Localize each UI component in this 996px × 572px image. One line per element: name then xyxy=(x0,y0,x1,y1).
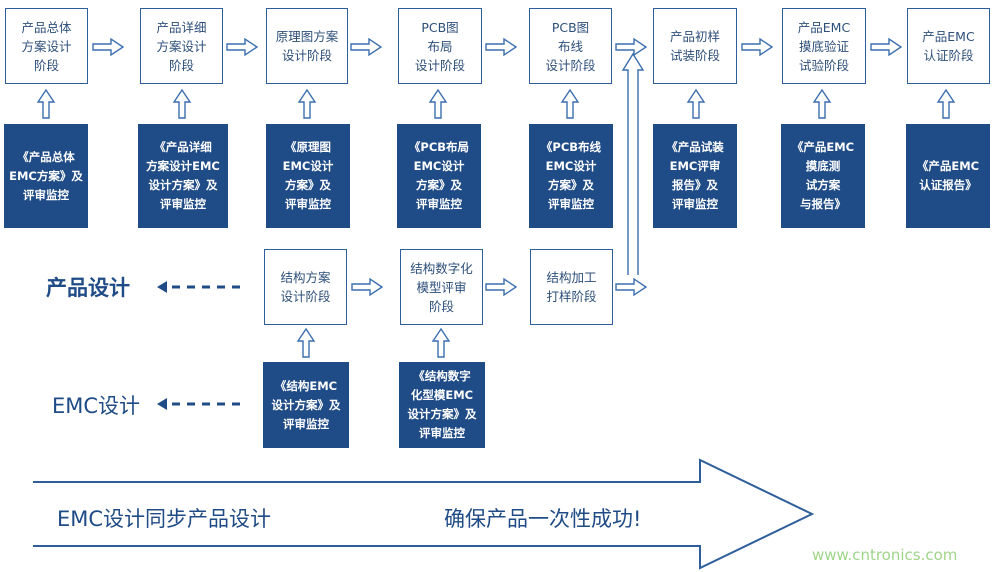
stage-pcb-layout: PCB图 布局 设计阶段 xyxy=(398,8,482,84)
stage-emc-certification: 产品EMC 认证阶段 xyxy=(907,8,990,84)
flow-arrow-4 xyxy=(485,38,517,56)
watermark: www.cntronics.com xyxy=(812,546,958,564)
up-arrow-2 xyxy=(173,89,191,119)
banner-arrow xyxy=(33,458,815,570)
merge-arrow xyxy=(621,52,645,275)
flow-arrow-2 xyxy=(226,38,258,56)
emc-pcb-layout: 《PCB布局 EMC设计 方案》及 评审监控 xyxy=(397,124,481,228)
flow-arrow-3 xyxy=(350,38,382,56)
flow-arrow-6 xyxy=(741,38,773,56)
up-arrow-4 xyxy=(429,89,447,119)
up-arrow-1 xyxy=(37,89,55,119)
up-arrow-7 xyxy=(813,89,831,119)
emc-product-detail: 《产品详细 方案设计EMC 设计方案》及 评审监控 xyxy=(138,124,228,228)
stage-pcb-routing: PCB图 布线 设计阶段 xyxy=(529,8,612,84)
stage-emc-verification: 产品EMC 摸底验证 试验阶段 xyxy=(782,8,866,84)
banner-left-text: EMC设计同步产品设计 xyxy=(57,507,272,531)
banner-right-text: 确保产品一次性成功! xyxy=(444,507,642,531)
struct-up-arrow-1 xyxy=(297,328,315,358)
stage-structure-model: 结构数字化 模型评审 阶段 xyxy=(400,249,483,325)
stage-product-detail: 产品详细 方案设计 阶段 xyxy=(140,8,223,84)
emc-product-overall: 《产品总体 EMC方案》及 评审监控 xyxy=(4,124,88,228)
emc-verification: 《产品EMC 摸底测 试方案 与报告》 xyxy=(781,124,865,228)
up-arrow-6 xyxy=(687,89,705,119)
emc-pcb-routing: 《PCB布线 EMC设计 方案》及 评审监控 xyxy=(529,124,613,228)
stage-structure-scheme: 结构方案 设计阶段 xyxy=(264,249,347,325)
stage-prototype: 产品初样 试装阶段 xyxy=(653,8,737,84)
emc-schematic: 《原理图 EMC设计 方案》及 评审监控 xyxy=(266,124,350,228)
struct-up-arrow-2 xyxy=(432,328,450,358)
emc-design-label: EMC设计 xyxy=(52,394,141,418)
struct-arrow-1 xyxy=(351,278,383,296)
dashed-arrow-product xyxy=(157,281,242,293)
emc-certification: 《产品EMC 认证报告》 xyxy=(906,124,990,228)
product-design-label: 产品设计 xyxy=(46,276,130,300)
dashed-arrow-emc xyxy=(157,398,242,410)
up-arrow-8 xyxy=(937,89,955,119)
up-arrow-5 xyxy=(561,89,579,119)
up-arrow-3 xyxy=(298,89,316,119)
emc-prototype: 《产品试装 EMC评审 报告》及 评审监控 xyxy=(653,124,737,228)
emc-structure-model: 《结构数字 化型模EMC 设计方案》及 评审监控 xyxy=(399,362,485,448)
struct-arrow-2 xyxy=(485,278,517,296)
flow-arrow-7 xyxy=(870,38,902,56)
flow-arrow-5 xyxy=(615,38,647,56)
flow-arrow-1 xyxy=(92,38,124,56)
struct-arrow-3 xyxy=(615,278,647,296)
stage-schematic: 原理图方案 设计阶段 xyxy=(266,8,348,84)
emc-structure-scheme: 《结构EMC 设计方案》及 评审监控 xyxy=(263,362,349,448)
stage-product-overall: 产品总体 方案设计 阶段 xyxy=(5,8,88,84)
stage-structure-sample: 结构加工 打样阶段 xyxy=(530,249,613,325)
